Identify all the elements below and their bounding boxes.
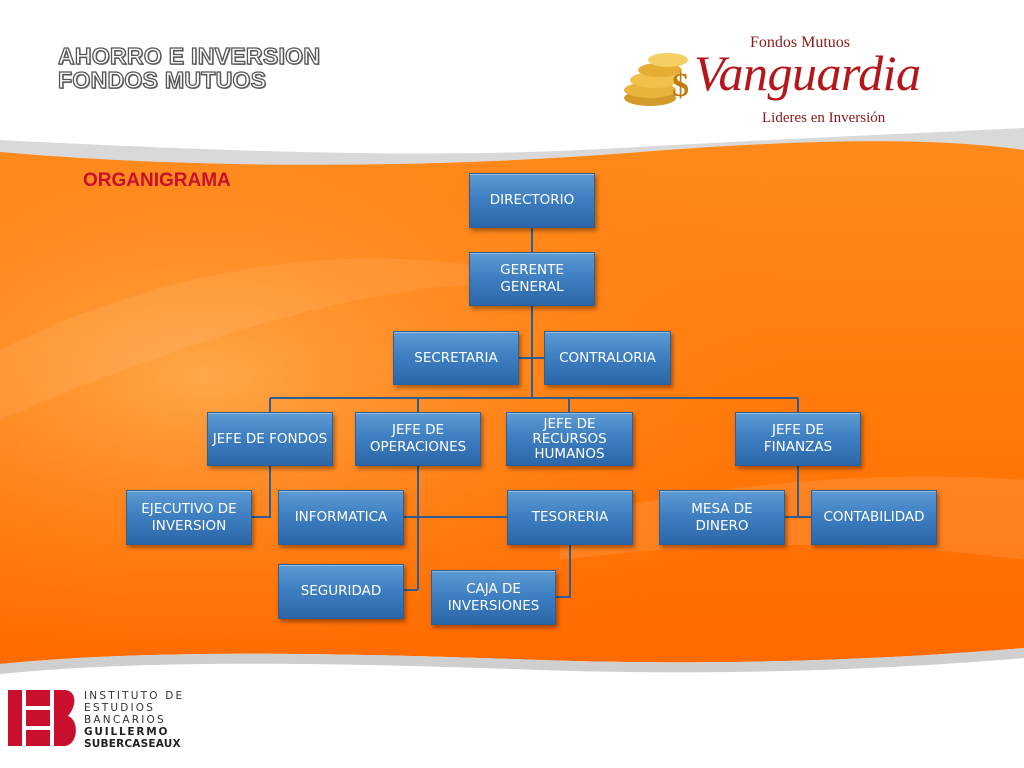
node-informatica[interactable]: INFORMATICA [278, 490, 404, 545]
header-title-line1: AHORRO E INVERSION [57, 43, 321, 69]
node-jefe-de-operaciones[interactable]: JEFE DE OPERACIONES [355, 412, 481, 466]
node-gerente-general[interactable]: GERENTE GENERAL [469, 252, 595, 306]
ieb-line2: ESTUDIOS [84, 702, 156, 714]
ieb-logo-text: INSTITUTO DE ESTUDIOS BANCARIOS GUILLERM… [84, 690, 184, 750]
gold-coins-icon: $ [624, 53, 689, 106]
ieb-line4: GUILLERMO [84, 726, 170, 738]
connector-fondos-ejecutivo [252, 466, 271, 518]
node-contraloria[interactable]: CONTRALORIA [544, 331, 671, 385]
ieb-line5: SUBERCASEAUX [84, 738, 181, 750]
node-jefe-de-recursos-humanos[interactable]: JEFE DE RECURSOS HUMANOS [506, 412, 633, 466]
node-caja-de-inversiones[interactable]: CAJA DE INVERSIONES [431, 570, 556, 625]
node-seguridad[interactable]: SEGURIDAD [278, 564, 404, 619]
logo-top-text: Fondos Mutuos [750, 34, 851, 51]
logo-main-text: Vanguardia [694, 45, 921, 101]
node-jefe-de-finanzas[interactable]: JEFE DE FINANZAS [735, 412, 861, 466]
node-jefe-de-fondos[interactable]: JEFE DE FONDOS [207, 412, 333, 466]
ieb-line1: INSTITUTO DE [84, 690, 185, 702]
header-title: AHORRO E INVERSION FONDOS MUTUOS [57, 43, 378, 93]
section-title: ORGANIGRAMA [83, 170, 231, 191]
connector-tesoreria-caja [556, 545, 571, 598]
logo-sub-text: Lideres en Inversión [762, 110, 886, 126]
node-mesa-de-dinero[interactable]: MESA DE DINERO [659, 490, 785, 545]
node-directorio[interactable]: DIRECTORIO [469, 173, 595, 228]
ieb-line3: BANCARIOS [84, 714, 166, 726]
ieb-logo-icon [8, 690, 76, 746]
svg-text:$: $ [672, 67, 689, 104]
node-tesoreria[interactable]: TESORERIA [507, 490, 633, 545]
header-title-line2: FONDOS MUTUOS [57, 67, 267, 93]
node-contabilidad[interactable]: CONTABILIDAD [811, 490, 937, 545]
node-ejecutivo-de-inversion[interactable]: EJECUTIVO DE INVERSION [126, 490, 252, 545]
node-secretaria[interactable]: SECRETARIA [393, 331, 519, 385]
